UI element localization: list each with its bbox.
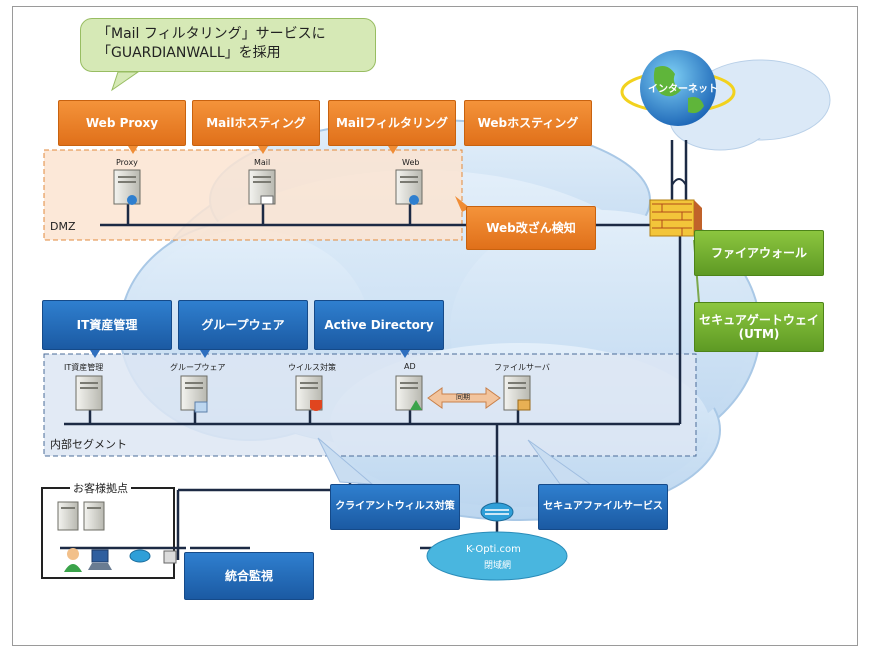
sync-arrow	[427, 387, 501, 409]
server-label-file: ファイルサーバ	[494, 363, 550, 372]
server-icon-mail	[248, 169, 276, 205]
callout-line2: 「GUARDIANWALL」を採用	[97, 44, 281, 61]
integrated-monitoring-box: 統合監視	[184, 552, 314, 600]
server-icon-site-2	[83, 501, 105, 531]
server-label-antivirus: ウイルス対策	[288, 363, 336, 372]
server-label-it-asset: IT資産管理	[64, 363, 104, 372]
callout-guardianwall: 「Mail フィルタリング」サービスに 「GUARDIANWALL」を採用	[80, 18, 376, 72]
link-curve	[671, 178, 687, 186]
server-label-ad: AD	[404, 362, 416, 371]
k-opti-label: K-Opti.com	[466, 544, 521, 555]
modem-icon	[163, 550, 177, 564]
firewall-icon	[649, 199, 702, 240]
closed-network-label: 閉域網	[484, 561, 512, 571]
internet-label: インターネット	[648, 84, 718, 95]
server-icon-groupware	[180, 375, 208, 413]
dmz-label: DMZ	[50, 220, 76, 233]
server-icon-ad	[395, 375, 423, 411]
mail-hosting-box: Mailホスティング	[192, 100, 320, 146]
laptop-icon	[88, 549, 112, 570]
server-icon-file	[503, 375, 531, 411]
network-lines	[60, 140, 688, 560]
active-directory-box: Active Directory	[314, 300, 444, 350]
internal-arrows	[90, 350, 410, 358]
server-label-groupware: グループウェア	[170, 363, 226, 372]
internal-zone	[43, 353, 697, 457]
groupware-box: グループウェア	[178, 300, 308, 350]
server-icon-proxy	[113, 169, 141, 205]
server-icon-site-1	[57, 501, 79, 531]
server-label-web: Web	[402, 158, 420, 167]
secure-file-service-box: セキュアファイルサービス	[538, 484, 668, 530]
callout-line1: 「Mail フィルタリング」サービスに	[97, 26, 326, 42]
server-label-mail: Mail	[254, 158, 271, 167]
callout-tails	[317, 437, 592, 485]
web-tamper-detection-box: Web改ざん検知	[466, 206, 596, 250]
secure-gateway-box: セキュアゲートウェイ (UTM)	[694, 302, 824, 352]
sync-label: 同期	[456, 393, 470, 401]
server-label-proxy: Proxy	[116, 158, 138, 167]
mail-filtering-box: Mailフィルタリング	[328, 100, 456, 146]
web-hosting-box: Webホスティング	[464, 100, 592, 146]
server-icon-web	[395, 169, 423, 205]
main-callout-tail	[111, 71, 140, 92]
internal-segment-label: 内部セグメント	[50, 438, 127, 451]
server-icons	[57, 169, 531, 572]
firewall-box: ファイアウォール	[694, 230, 824, 276]
server-icon-antivirus	[295, 375, 323, 411]
client-antivirus-box: クライアントウィルス対策	[330, 484, 460, 530]
switch-icon	[480, 502, 514, 522]
server-icon-it-asset	[75, 375, 103, 411]
user-icon	[64, 548, 82, 572]
web-proxy-box: Web Proxy	[58, 100, 186, 146]
router-icon	[129, 549, 151, 563]
globe-icon	[620, 50, 736, 126]
k-opti-network	[426, 531, 568, 581]
customer-site-label: お客様拠点	[70, 480, 131, 496]
secure-gateway-line2: (UTM)	[738, 327, 780, 341]
it-asset-management-box: IT資産管理	[42, 300, 172, 350]
secure-gateway-line1: セキュアゲートウェイ	[699, 312, 819, 327]
